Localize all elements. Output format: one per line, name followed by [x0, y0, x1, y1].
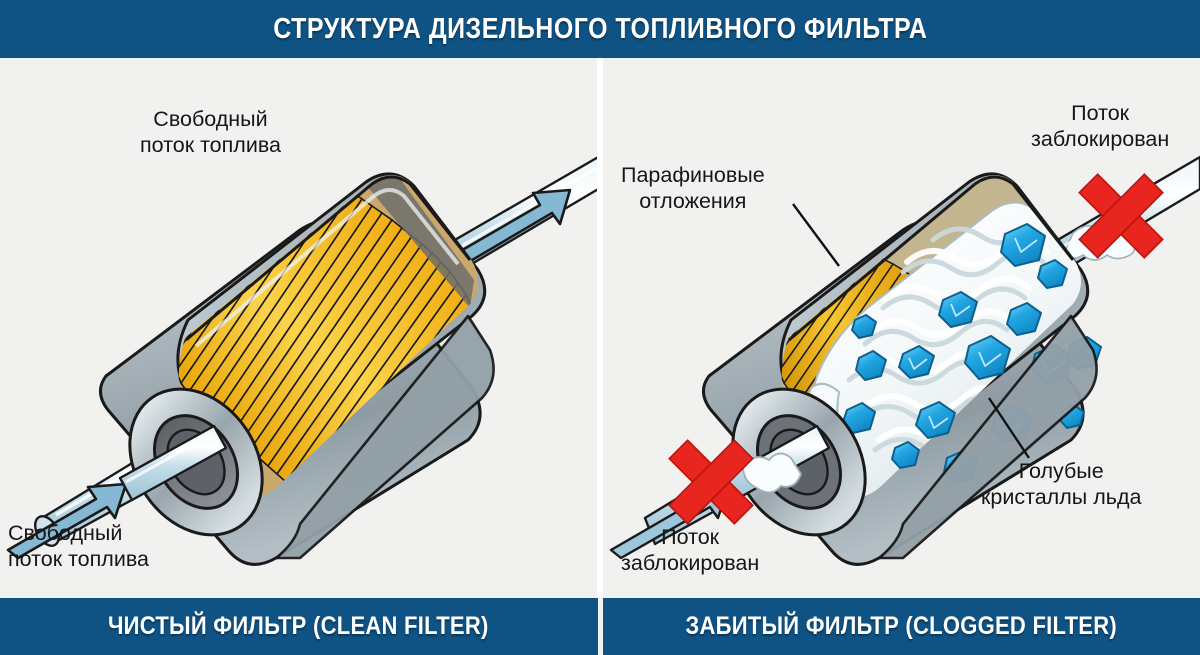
page-title: СТРУКТУРА ДИЗЕЛЬНОГО ТОПЛИВНОГО ФИЛЬТРА	[272, 12, 928, 45]
label-line-1: Голубые	[1018, 459, 1104, 483]
panel-divider	[597, 58, 603, 598]
filter-end-cap	[721, 387, 867, 537]
label-line-1: Свободный	[8, 521, 123, 545]
footer-label-clean: ЧИСТЫЙ ФИЛЬТР (CLEAN FILTER)	[108, 612, 490, 640]
label-line-2: отложения	[639, 189, 747, 213]
label-line-2: поток топлива	[8, 547, 149, 571]
label-line-2: кристаллы льда	[981, 485, 1142, 509]
footer-cell-left: ЧИСТЫЙ ФИЛЬТР (CLEAN FILTER)	[0, 598, 598, 655]
label-line-1: Поток	[1071, 101, 1130, 125]
label-line-1: Парафиновые	[621, 163, 765, 187]
label-line-1: Поток	[661, 525, 720, 549]
label-flow-blocked-outlet: Поток заблокирован	[1031, 100, 1169, 152]
label-free-flow-inlet: Свободный поток топлива	[8, 520, 149, 572]
footer-cell-right: ЗАБИТЫЙ ФИЛЬТР (CLOGGED FILTER)	[603, 598, 1200, 655]
footer-label-clogged: ЗАБИТЫЙ ФИЛЬТР (CLOGGED FILTER)	[685, 612, 1118, 640]
label-line-2: поток топлива	[140, 133, 281, 157]
label-line-2: заблокирован	[1031, 127, 1170, 151]
fuel-flow-arrow-in	[6, 482, 128, 560]
fuel-flow-arrow-out	[450, 188, 572, 268]
wax-plug-inlet	[742, 452, 802, 494]
label-line-1: Свободный	[153, 107, 268, 131]
filter-right-cap	[877, 314, 1098, 560]
label-paraffin-deposits: Парафиновые отложения	[621, 162, 765, 214]
leader-paraffin	[792, 203, 840, 267]
label-ice-crystals: Голубые кристаллы льда	[981, 458, 1141, 510]
label-line-2: заблокирован	[621, 551, 760, 575]
panel-clean-filter: Свободный поток топлива Свободный поток …	[0, 58, 597, 598]
blocked-cross-outlet	[1078, 173, 1164, 259]
label-free-flow-outlet: Свободный поток топлива	[140, 106, 281, 158]
label-flow-blocked-inlet: Поток заблокирован	[621, 524, 759, 576]
filter-end-cap	[118, 387, 264, 537]
footer-divider	[597, 598, 603, 655]
leader-crystals	[988, 397, 1030, 459]
clogged-filter-illustration	[603, 58, 1200, 598]
panels-container: Свободный поток топлива Свободный поток …	[0, 58, 1200, 598]
header-bar: СТРУКТУРА ДИЗЕЛЬНОГО ТОПЛИВНОГО ФИЛЬТРА	[0, 0, 1200, 58]
filter-right-cap	[274, 314, 495, 560]
blocked-cross-inlet	[668, 439, 754, 525]
panel-clogged-filter: Парафиновые отложения Поток заблокирован…	[603, 58, 1200, 598]
clean-filter-illustration	[0, 58, 597, 598]
footer-bar: ЧИСТЫЙ ФИЛЬТР (CLEAN FILTER) ЗАБИТЫЙ ФИЛ…	[0, 598, 1200, 655]
leader-lines	[792, 203, 1030, 459]
